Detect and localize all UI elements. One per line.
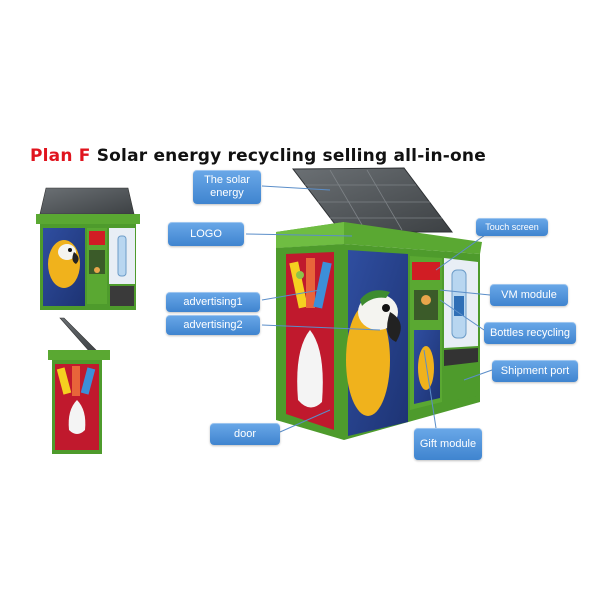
- touch-screen-main: [412, 262, 440, 280]
- callout-advertising1: advertising1: [166, 292, 260, 312]
- callout-touch-screen: Touch screen: [476, 218, 548, 236]
- title-text: Solar energy recycling selling all-in-on…: [96, 146, 486, 166]
- callout-door: door: [210, 423, 280, 445]
- solar-panel-main: [291, 167, 453, 233]
- callout-solar-energy: The solar energy: [193, 170, 261, 204]
- diagram-title: Plan F Solar energy recycling selling al…: [30, 146, 486, 166]
- callout-shipment-port: Shipment port: [492, 360, 578, 382]
- shipment-port-main: [444, 364, 478, 402]
- parrot-main: [346, 304, 390, 416]
- plan-label: Plan F: [30, 146, 91, 166]
- roof-side: [48, 350, 110, 360]
- leader-lines: [245, 185, 493, 433]
- callout-bottles-recycling: Bottles recycling: [484, 322, 576, 344]
- solar-panel-small: [39, 187, 135, 215]
- callout-logo: LOGO: [168, 222, 244, 246]
- roof-small: [36, 214, 140, 224]
- solar-panel-side: [59, 317, 97, 353]
- callout-advertising2: advertising2: [166, 315, 260, 335]
- callout-vm-module: VM module: [490, 284, 568, 306]
- callout-gift-module: Gift module: [414, 428, 482, 460]
- side-view-kiosk: [48, 317, 110, 454]
- main-kiosk: [276, 167, 482, 440]
- front-view-kiosk: [36, 187, 140, 310]
